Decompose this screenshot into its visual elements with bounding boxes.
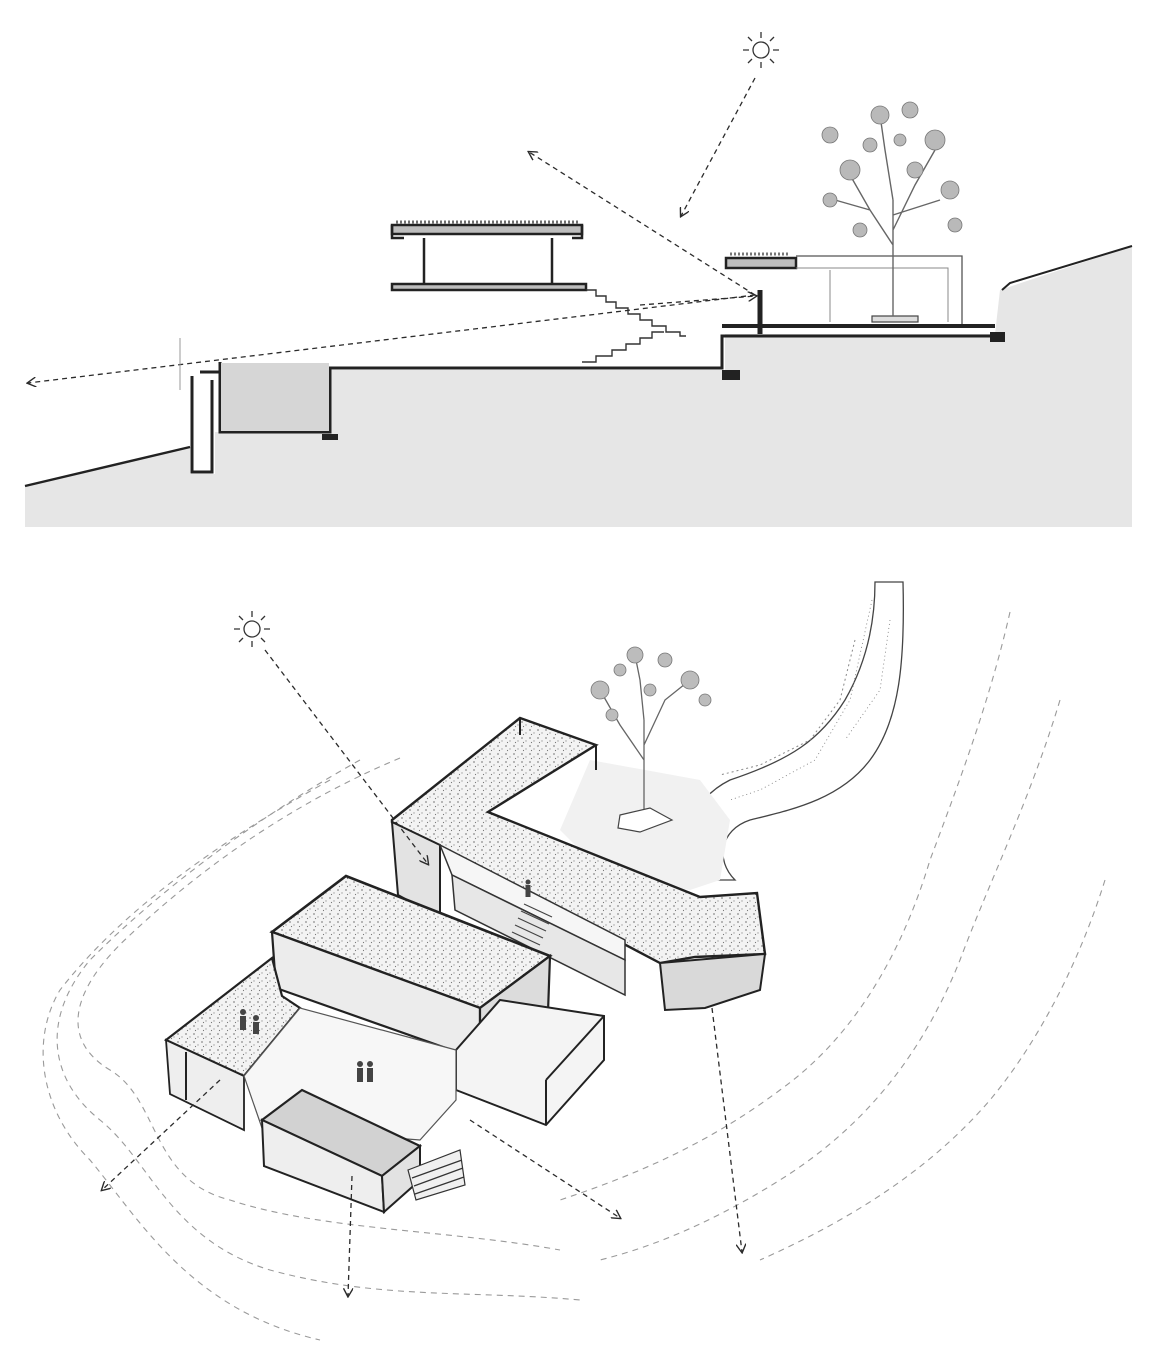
terrain-line-left [24,445,191,488]
road-edge [719,639,856,776]
left-roof [163,956,302,1132]
hatch-edges [729,599,891,801]
person-icon [240,879,531,1082]
sun-icon [743,32,779,68]
tree-icon [821,101,963,316]
upper-pavilion [390,220,588,292]
pool-block [259,1088,466,1215]
upper-l-block [390,716,767,1012]
section-drawing [24,32,1133,527]
sun-icon [234,611,270,647]
right-building [722,252,995,334]
stairs [582,289,686,363]
view-arrows [102,649,742,1296]
tree-icon [590,646,712,833]
sightlines [28,77,756,383]
pool-walls [190,334,995,474]
axonometric-drawing [42,581,1106,1341]
ground-mass [25,246,1132,527]
contour-lines [42,611,1106,1341]
terrain-line-right [1001,245,1133,291]
pool-water [221,363,329,431]
axo-stairs-upper [511,903,553,946]
